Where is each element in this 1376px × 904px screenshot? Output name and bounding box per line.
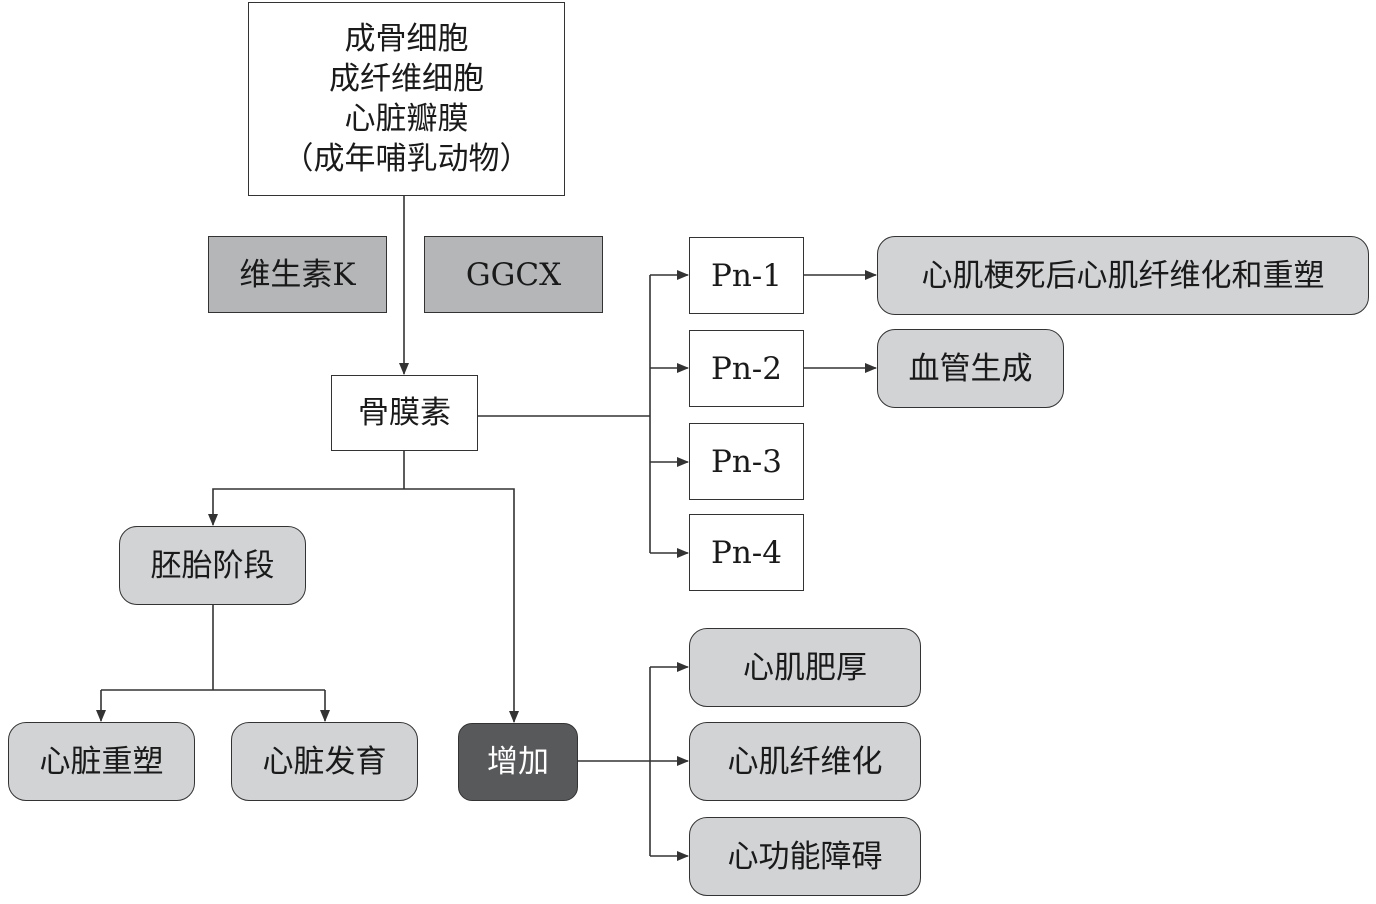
cardiac-development-box: 心脏发育	[231, 722, 418, 801]
pn2-effect-box: 血管生成	[877, 329, 1064, 408]
periostin-box: 骨膜素	[331, 375, 478, 451]
isoform-pn1-box: Pn-1	[689, 237, 804, 314]
source-line-3: 心脏瓣膜	[344, 101, 469, 137]
source-line-1: 成骨细胞	[344, 21, 469, 57]
isoform-pn3-box: Pn-3	[689, 423, 804, 500]
dysfunction-box: 心功能障碍	[689, 817, 921, 896]
vitamin-k-box: 维生素K	[208, 236, 387, 313]
embryonic-stage-box: 胚胎阶段	[119, 526, 306, 605]
arrow-to-embryonic	[208, 488, 404, 526]
increase-box: 增加	[458, 723, 578, 801]
source-line-2: 成纤维细胞	[329, 61, 484, 97]
source-cells-box: 成骨细胞 成纤维细胞 心脏瓣膜 （成年哺乳动物）	[248, 2, 565, 196]
isoform-pn2-box: Pn-2	[689, 330, 804, 407]
pn1-effect-box: 心肌梗死后心肌纤维化和重塑	[877, 236, 1369, 315]
hypertrophy-box: 心肌肥厚	[689, 628, 921, 707]
isoform-pn4-box: Pn-4	[689, 514, 804, 591]
fibrosis-box: 心肌纤维化	[689, 722, 921, 801]
arrow-to-increase	[404, 488, 519, 723]
cardiac-remodeling-box: 心脏重塑	[8, 722, 195, 801]
source-line-4: （成年哺乳动物）	[282, 141, 531, 177]
ggcx-box: GGCX	[424, 236, 603, 313]
